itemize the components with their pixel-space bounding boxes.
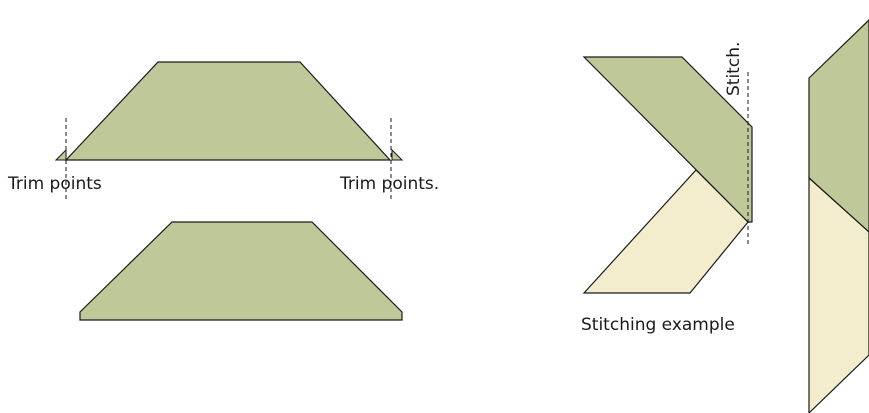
trim-points-left-label: Trim points (7, 174, 102, 194)
stitching-example: Stitch. Stitching example (581, 42, 753, 335)
trim-points-right-label: Trim points. (339, 174, 439, 194)
green-patch (582, 56, 753, 223)
partial-block-green (808, 19, 869, 233)
stitch-label: Stitch. (724, 42, 744, 96)
trimmed-trapezoid-top: Trim points Trim points. (7, 61, 439, 200)
stitching-example-label: Stitching example (581, 315, 735, 335)
sewn-block-partial (808, 19, 869, 413)
trim-point-left-triangle (54, 148, 67, 161)
trapezoid-bottom-shape (79, 221, 403, 321)
trim-point-right-triangle (391, 148, 404, 161)
partial-block-cream (808, 176, 869, 413)
trapezoid-top-shape (64, 61, 392, 161)
